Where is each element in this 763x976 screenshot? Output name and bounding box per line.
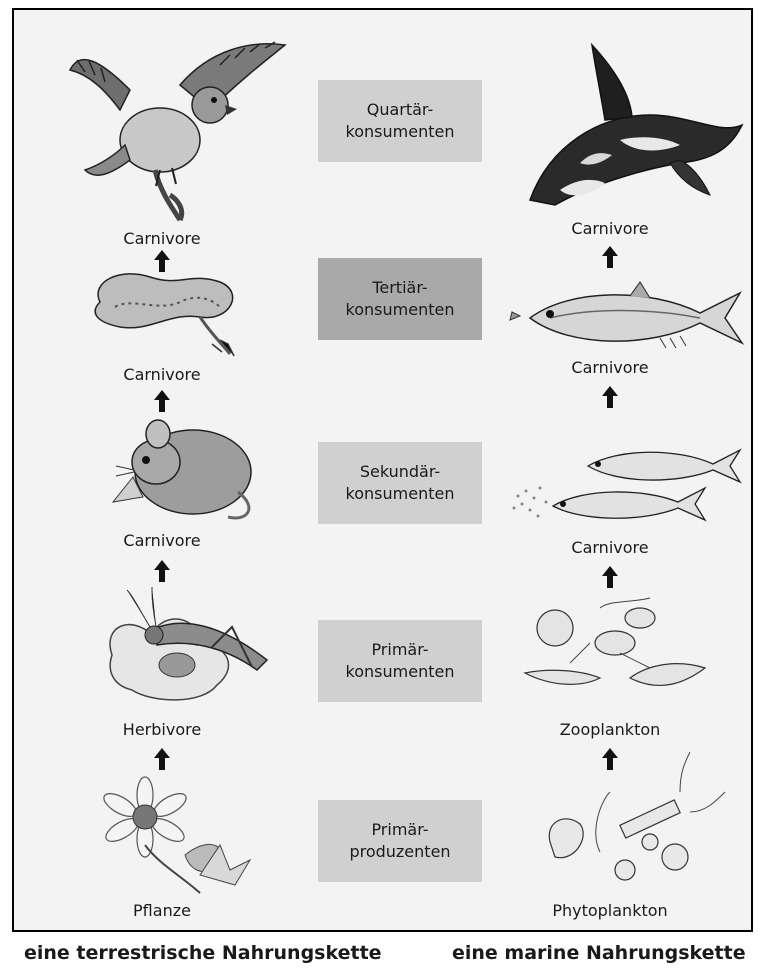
label-right-level-3: Carnivore [510, 358, 710, 377]
label-left-level-4: Carnivore [62, 229, 262, 248]
flower-icon [100, 775, 250, 895]
caption-marine: eine marine Nahrungskette [452, 942, 746, 964]
label-left-level-2: Carnivore [62, 531, 262, 550]
level-box-quaternary: Quartär- konsumenten [318, 80, 482, 162]
arrow-up-icon [602, 566, 618, 588]
grasshopper-icon [92, 585, 282, 710]
arrow-up-icon [602, 386, 618, 408]
label-left-level-1: Herbivore [62, 720, 262, 739]
hawk-icon [60, 30, 290, 225]
label-right-level-4: Carnivore [510, 219, 710, 238]
level-box-producers: Primär- produzenten [318, 800, 482, 882]
arrow-up-icon [154, 748, 170, 770]
mouse-icon [98, 412, 268, 530]
caption-terrestrial: eine terrestrische Nahrungskette [24, 942, 382, 964]
label-left-level-0: Pflanze [62, 901, 262, 920]
orca-icon [520, 45, 745, 210]
arrow-up-icon [154, 390, 170, 412]
level-box-primary-consumers: Primär- konsumenten [318, 620, 482, 702]
snake-icon [80, 262, 250, 362]
arrow-up-icon [602, 246, 618, 268]
label-right-level-0: Phytoplankton [510, 901, 710, 920]
label-left-level-3: Carnivore [62, 365, 262, 384]
zooplankton-icon [520, 598, 720, 708]
arrow-up-icon [154, 560, 170, 582]
level-box-secondary: Sekundär- konsumenten [318, 442, 482, 524]
label-right-level-2: Carnivore [510, 538, 710, 557]
label-right-level-1: Zooplankton [510, 720, 710, 739]
level-box-tertiary: Tertiär- konsumenten [318, 258, 482, 340]
herring-icon [508, 436, 748, 526]
phytoplankton-icon [530, 752, 730, 897]
tuna-icon [510, 278, 750, 358]
